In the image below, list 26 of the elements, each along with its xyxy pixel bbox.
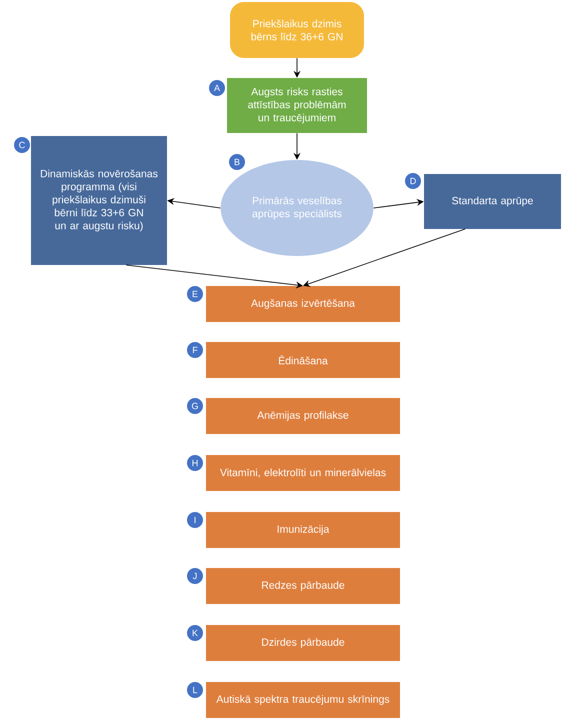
callout-letter: G bbox=[187, 398, 203, 414]
callout-letter: H bbox=[187, 455, 203, 471]
callout-letter: K bbox=[187, 625, 203, 641]
process-box: Anēmijas profilakse bbox=[206, 398, 400, 434]
process-box: Dzirdes pārbaude bbox=[206, 625, 400, 661]
process-box: Redzes pārbaude bbox=[206, 568, 400, 604]
process-box: Standarta aprūpe bbox=[424, 174, 561, 229]
callout-letter: B bbox=[229, 154, 245, 170]
callout-letter: F bbox=[187, 342, 203, 358]
process-box: Vitamīni, elektrolīti un minerālvielas bbox=[206, 455, 400, 491]
process-box: Autiskā spektra traucējumu skrīnings bbox=[206, 682, 400, 718]
callout-letter: J bbox=[187, 568, 203, 584]
callout-letter: A bbox=[209, 80, 225, 96]
callout-letter: L bbox=[187, 682, 203, 698]
process-box: Ēdināšana bbox=[206, 342, 400, 378]
callout-letter: C bbox=[14, 137, 30, 153]
start-box: Priekšlaikus dzimis bērns līdz 36+6 GN bbox=[230, 2, 364, 58]
arrow bbox=[303, 228, 466, 287]
callout-letter: E bbox=[187, 286, 203, 302]
callout-letter: I bbox=[187, 512, 203, 528]
arrow bbox=[126, 264, 303, 288]
callout-letter: D bbox=[405, 173, 421, 189]
process-box: Augsts risks rasties attīstības problēmām un traucējumiem bbox=[227, 78, 367, 133]
process-box: Augšanas izvērtēšana bbox=[206, 286, 400, 322]
process-box: Imunizācija bbox=[206, 512, 400, 548]
process-box: Dinamiskās novērošanas programma (visi priekšlaikus dzimuši bērni līdz 33+6 GN un ar augstu risku) bbox=[31, 136, 167, 265]
